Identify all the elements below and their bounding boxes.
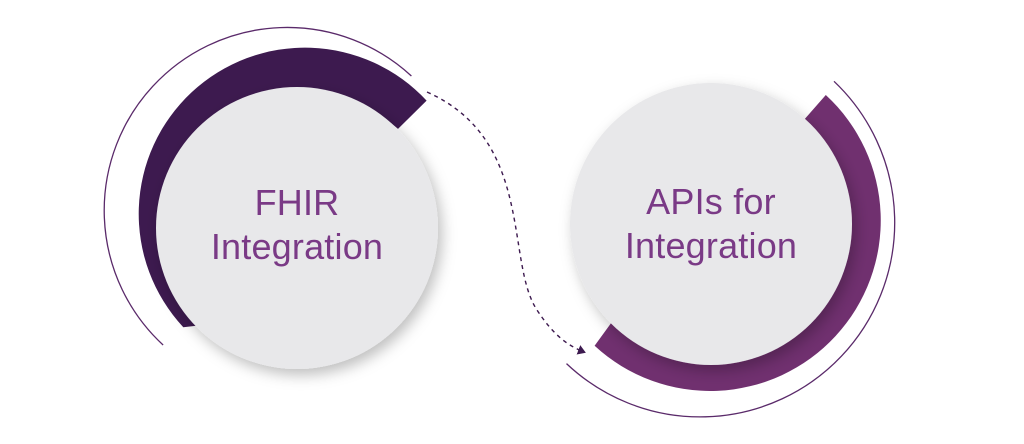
node-fhir-integration	[103, 26, 438, 369]
left-outer-ring	[103, 26, 412, 346]
node-apis-for-integration	[566, 80, 896, 418]
right-inner-circle	[570, 83, 852, 365]
left-inner-circle	[156, 87, 438, 369]
right-outer-ring	[566, 80, 896, 418]
dashed-connector-arrow	[426, 91, 586, 355]
